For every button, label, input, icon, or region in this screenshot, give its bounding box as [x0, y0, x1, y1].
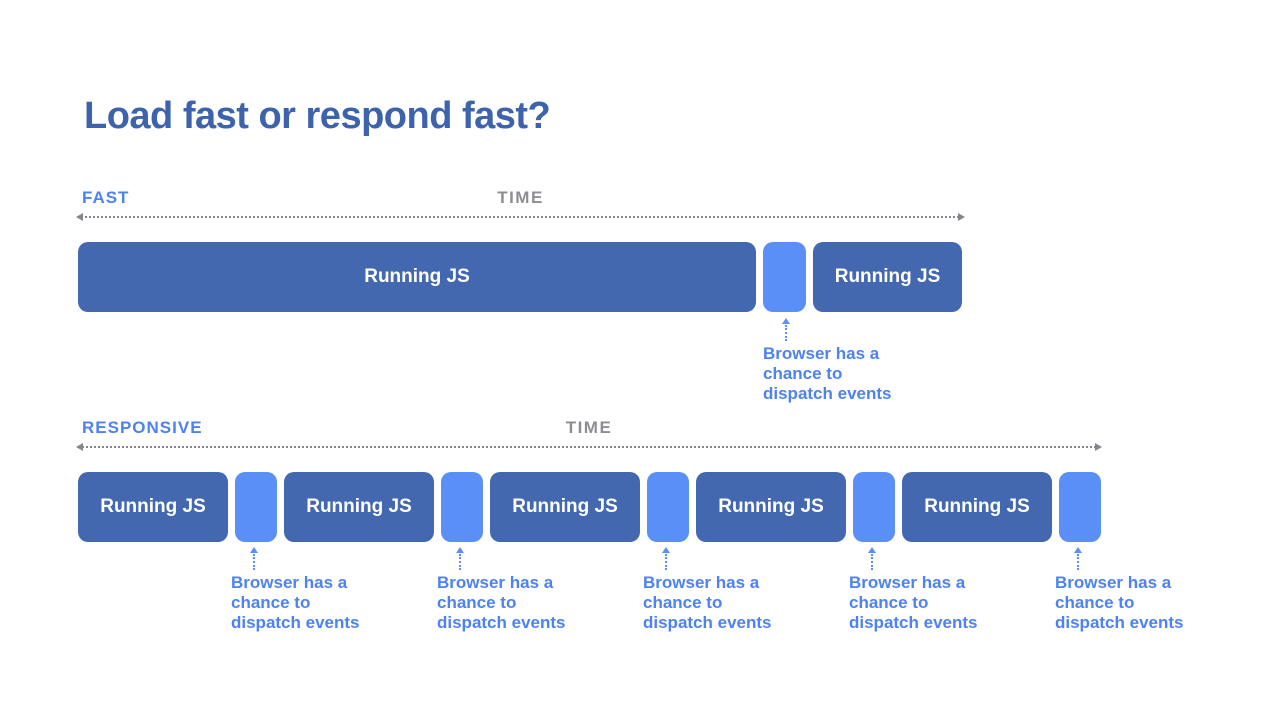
idle-gap — [647, 472, 689, 542]
idle-gap — [1059, 472, 1101, 542]
annotation: Browser has a chance to dispatch events — [231, 547, 373, 633]
annotation-text: Browser has a chance to dispatch events — [849, 573, 978, 632]
responsive-section: RESPONSIVE TIME Running JS Running JS Ru… — [76, 418, 1184, 632]
responsive-time-label: TIME — [565, 418, 613, 437]
running-js-bar: Running JS — [78, 242, 756, 312]
annotation-text: Browser has a chance to dispatch events — [763, 344, 892, 403]
axis-arrow-left-icon — [76, 213, 83, 221]
running-js-bar: Running JS — [813, 242, 962, 312]
up-arrow-icon — [1073, 547, 1083, 570]
up-arrow-icon — [249, 547, 259, 570]
idle-gap — [763, 242, 806, 312]
fast-label: FAST — [82, 188, 130, 207]
running-js-bar: Running JS — [696, 472, 846, 542]
fast-section-header: FAST TIME — [78, 188, 963, 216]
annotation-text: Browser has a chance to dispatch events — [643, 573, 772, 632]
up-arrow-icon — [661, 547, 671, 570]
up-arrow-icon — [781, 318, 791, 341]
annotation-text: Browser has a chance to dispatch events — [437, 573, 566, 632]
fast-section: FAST TIME Running JS Running JS Browser … — [76, 188, 965, 403]
running-js-bar: Running JS — [78, 472, 228, 542]
responsive-timeline: Running JS Running JS Running JS Running… — [78, 472, 1101, 542]
fast-timeline: Running JS Running JS — [78, 242, 963, 312]
idle-gap — [235, 472, 277, 542]
annotation-text: Browser has a chance to dispatch events — [231, 573, 360, 632]
annotation: Browser has a chance to dispatch events — [437, 547, 579, 633]
responsive-time-axis — [76, 443, 1102, 451]
annotation: Browser has a chance to dispatch events — [763, 318, 905, 404]
up-arrow-icon — [867, 547, 877, 570]
axis-arrow-right-icon — [958, 213, 965, 221]
responsive-label: RESPONSIVE — [82, 418, 203, 437]
annotation: Browser has a chance to dispatch events — [1055, 547, 1197, 633]
running-js-bar: Running JS — [284, 472, 434, 542]
fast-time-axis — [76, 213, 965, 221]
responsive-section-header: RESPONSIVE TIME — [78, 418, 1100, 446]
axis-arrow-right-icon — [1095, 443, 1102, 451]
idle-gap — [441, 472, 483, 542]
annotation: Browser has a chance to dispatch events — [643, 547, 785, 633]
idle-gap — [853, 472, 895, 542]
running-js-bar: Running JS — [490, 472, 640, 542]
annotation-text: Browser has a chance to dispatch events — [1055, 573, 1184, 632]
axis-arrow-left-icon — [76, 443, 83, 451]
running-js-bar: Running JS — [902, 472, 1052, 542]
fast-time-label: TIME — [497, 188, 544, 207]
up-arrow-icon — [455, 547, 465, 570]
annotation: Browser has a chance to dispatch events — [849, 547, 991, 633]
slide-title: Load fast or respond fast? — [84, 95, 551, 138]
